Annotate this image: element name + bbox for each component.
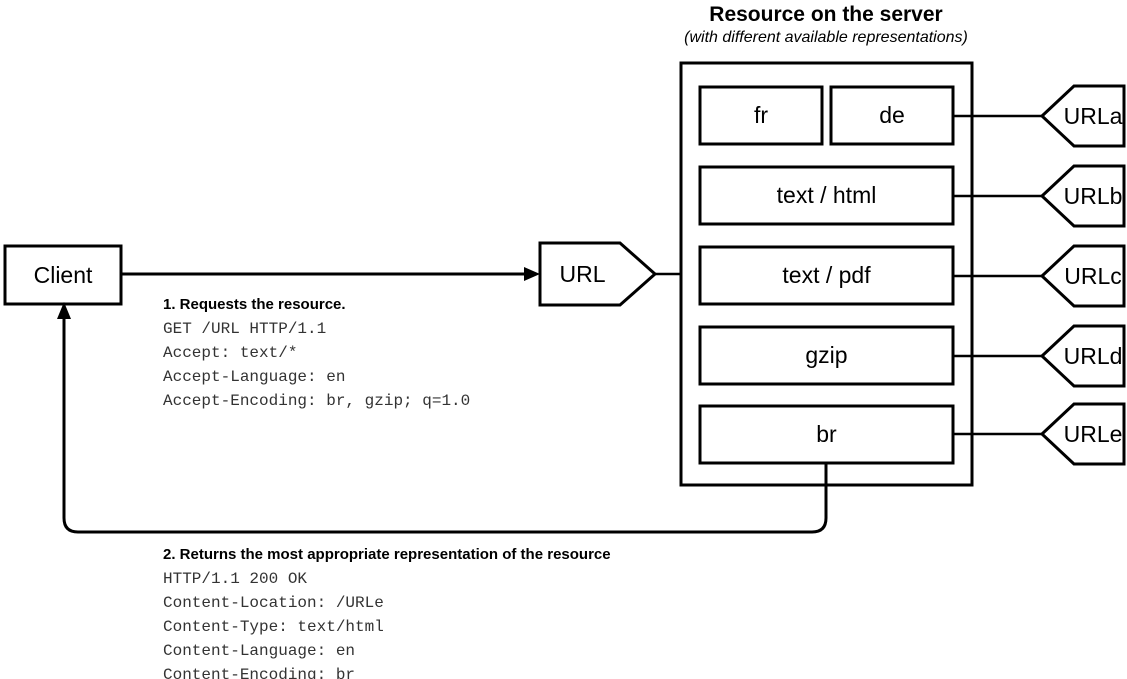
representation-label-de: de <box>879 102 905 128</box>
url-tag-label-a: URLa <box>1063 102 1123 129</box>
representation-box-de <box>829 85 955 146</box>
representation-label-text-html: text / html <box>776 182 877 208</box>
url-tag-shape-a <box>1039 84 1126 148</box>
request-note-heading: 1. Requests the resource. <box>163 296 346 313</box>
representation-label-text-pdf: text / pdf <box>782 262 871 288</box>
client-label: Client <box>33 261 93 288</box>
representation-box-text-html <box>698 165 955 226</box>
client-box <box>3 244 123 306</box>
representation-box-text-pdf <box>698 245 955 306</box>
representation-box-br <box>698 404 955 465</box>
representation-label-gzip: gzip <box>805 342 848 368</box>
url-tag-shape-b <box>1039 164 1126 228</box>
url-tag-label-d: URLd <box>1063 342 1123 369</box>
url-tag-shape-e <box>1039 402 1126 466</box>
response-arrow-head <box>57 302 71 319</box>
response-note-lines: HTTP/1.1 200 OK Content-Location: /URLe … <box>163 570 384 679</box>
url-node-label: URL <box>559 260 606 287</box>
request-arrow-head <box>524 267 540 281</box>
url-tag-label-e: URLe <box>1063 420 1123 447</box>
response-path <box>62 311 828 534</box>
request-note-lines: GET /URL HTTP/1.1 Accept: text/* Accept-… <box>163 320 471 410</box>
url-tag-shape-c <box>1039 244 1126 308</box>
url-node-shape <box>538 241 658 307</box>
representation-box-gzip <box>698 325 955 386</box>
url-tag-label-c: URLc <box>1064 262 1122 289</box>
representation-box-fr <box>698 85 824 146</box>
representation-label-fr: fr <box>753 102 769 128</box>
url-tag-shape-d <box>1039 324 1126 388</box>
server-subtitle: (with different available representation… <box>684 29 968 46</box>
representation-label-br: br <box>816 421 837 447</box>
url-tag-label-b: URLb <box>1063 182 1123 209</box>
server-title: Resource on the server <box>709 3 943 26</box>
response-note-heading: 2. Returns the most appropriate represen… <box>163 546 611 563</box>
